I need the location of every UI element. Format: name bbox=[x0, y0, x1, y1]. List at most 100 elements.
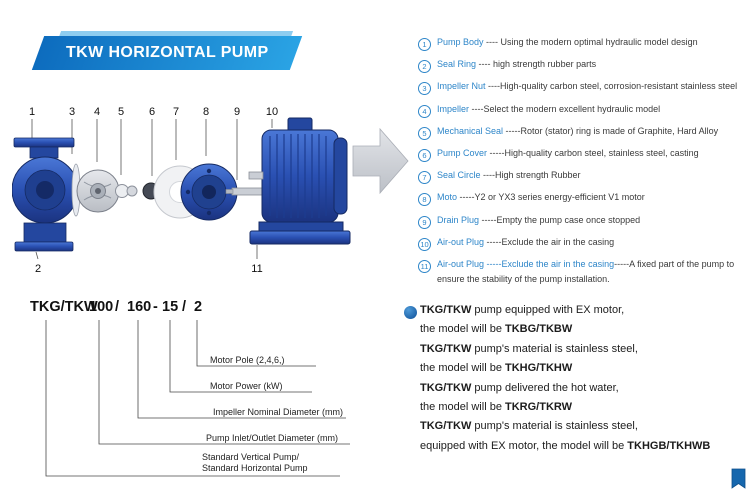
note-text: pump's material is stainless steel, bbox=[471, 420, 638, 433]
bullet-dot-icon bbox=[404, 306, 417, 319]
note-bold: TKG/TKW bbox=[420, 342, 472, 355]
note-bold: TKG/TKW bbox=[420, 304, 472, 316]
part-desc: ---- Using the modern optimal hydraulic … bbox=[483, 37, 698, 47]
part-name: Impeller Nut bbox=[437, 81, 486, 92]
model-code-segment: 15 bbox=[162, 299, 179, 315]
callout-number: 1 bbox=[29, 106, 35, 118]
callout-number: 3 bbox=[69, 106, 75, 118]
arrow-icon bbox=[352, 127, 409, 195]
note-line: equipped with EX motor, the model will b… bbox=[420, 437, 752, 456]
model-label-impeller-diameter: Impeller Nominal Diameter (mm) bbox=[213, 407, 344, 417]
part-number-badge: 7 bbox=[418, 171, 431, 185]
part-desc: -----Rotor (stator) ring is made of Grap… bbox=[503, 125, 719, 136]
note-line: the model will be TKBG/TKBW bbox=[420, 320, 752, 339]
part-desc: ----High strength Rubber bbox=[480, 170, 581, 181]
note-line: TKG/TKW pump delivered the hot water, bbox=[420, 379, 752, 398]
part-number-badge: 2 bbox=[418, 60, 431, 74]
note-bold: TKRG/TKRW bbox=[505, 401, 573, 414]
part-row: 8 Moto -----Y2 or YX3 series energy-effic… bbox=[418, 191, 754, 207]
part-row: 1 Pump Body ---- Using the modern optimal… bbox=[418, 36, 754, 51]
parts-list: 1 Pump Body ---- Using the modern optimal… bbox=[418, 36, 754, 293]
part-name: Air-out Plug bbox=[437, 258, 485, 269]
part-name: Drain Plug bbox=[437, 214, 480, 225]
note-text: pump equipped with EX motor, bbox=[471, 304, 625, 316]
motor-base bbox=[249, 221, 351, 245]
part-row: 9 Drain Plug -----Empty the pump case onc… bbox=[418, 214, 754, 229]
part-number-badge: 9 bbox=[418, 215, 431, 229]
model-label-standard-line1: Standard Vertical Pump/ bbox=[202, 452, 300, 462]
part-number-badge: 1 bbox=[418, 38, 431, 51]
callout-numbers: 1 3 4 5 6 7 8 9 10 2 11 bbox=[29, 106, 278, 275]
note-text: the model will be bbox=[420, 362, 505, 375]
part-number-badge: 3 bbox=[418, 82, 431, 96]
model-label-inlet-outlet: Pump Inlet/Outlet Diameter (mm) bbox=[206, 433, 339, 443]
part-row: 6 Pump Cover -----High-quality carbon ste… bbox=[418, 147, 754, 162]
part-desc: -----A fixed part of the pump to ensure … bbox=[437, 258, 735, 284]
part-row: 10 Air-out Plug -----Exclude the air in t… bbox=[418, 236, 754, 251]
part-name: Pump Body bbox=[437, 37, 484, 47]
banner-ribbon: TKW HORIZONTAL PUMP bbox=[31, 36, 303, 70]
part-name: Pump Cover bbox=[437, 147, 488, 158]
note-text: pump delivered the hot water, bbox=[471, 381, 619, 394]
pump-exploded-diagram: 1 3 4 5 6 7 8 9 10 2 11 bbox=[12, 106, 351, 275]
part-name: Air-out Plug bbox=[437, 236, 485, 247]
part-row: 3 Impeller Nut ----High-quality carbon st… bbox=[418, 80, 754, 96]
callout-number: 5 bbox=[118, 106, 124, 118]
part-desc: ---- high strength rubber parts bbox=[476, 59, 597, 70]
note-line: TKG/TKW pump's material is stainless ste… bbox=[420, 340, 752, 359]
note-text: the model will be bbox=[420, 401, 505, 414]
model-code-segment: 100 bbox=[89, 299, 114, 315]
pump-cover bbox=[180, 163, 238, 221]
model-label-motor-power: Motor Power (kW) bbox=[210, 381, 283, 391]
note-text: equipped with EX motor, the model will b… bbox=[420, 439, 628, 452]
washer bbox=[126, 185, 138, 197]
model-code-segment: TKG/TKW bbox=[30, 299, 98, 315]
part-desc: -----Exclude the air in the casing bbox=[484, 236, 615, 247]
note-bold: TKBG/TKBW bbox=[505, 323, 573, 336]
page-title: TKW HORIZONTAL PUMP bbox=[65, 44, 269, 61]
callout-number: 2 bbox=[35, 263, 41, 275]
model-code-segment: / bbox=[115, 299, 120, 315]
note-line: the model will be TKRG/TKRW bbox=[420, 398, 752, 417]
corner-bookmark-icon bbox=[731, 468, 746, 489]
callout-number: 7 bbox=[173, 106, 179, 118]
callout-number: 10 bbox=[266, 106, 278, 118]
part-desc-blue: -----Exclude the air in the casing bbox=[484, 258, 615, 269]
note-bold: TKG/TKW bbox=[420, 381, 472, 394]
part-row: 2 Seal Ring ---- high strength rubber par… bbox=[418, 58, 754, 74]
part-number-badge: 5 bbox=[418, 126, 431, 140]
part-name: Moto bbox=[437, 192, 458, 203]
banner: TKW HORIZONTAL PUMP bbox=[31, 31, 303, 70]
callout-leader-lines bbox=[31, 119, 273, 260]
part-desc: -----Empty the pump case once stopped bbox=[479, 214, 641, 225]
impeller bbox=[76, 169, 120, 213]
part-number-badge: 4 bbox=[418, 104, 431, 118]
note-line: TKG/TKW pump's material is stainless ste… bbox=[420, 417, 752, 436]
part-number-badge: 8 bbox=[418, 193, 431, 207]
callout-number: 8 bbox=[203, 106, 209, 118]
note-line: the model will be TKHG/TKHW bbox=[420, 359, 752, 378]
part-name: Impeller bbox=[437, 103, 470, 114]
part-desc: -----Y2 or YX3 series energy-efficient V… bbox=[457, 192, 645, 203]
note-line: TKG/TKW pump equipped with EX motor, bbox=[420, 301, 752, 320]
part-number-badge: 10 bbox=[418, 237, 431, 251]
note-bold: TKHGB/TKHWB bbox=[627, 439, 711, 452]
model-label-standard-line2: Standard Horizontal Pump bbox=[202, 463, 308, 473]
model-code-segment: 160 bbox=[127, 299, 152, 315]
part-desc: -----High-quality carbon steel, stainles… bbox=[487, 147, 699, 158]
note-bold: TKG/TKW bbox=[420, 420, 472, 433]
note-text: the model will be bbox=[420, 323, 505, 336]
part-desc: ----High-quality carbon steel, corrosion… bbox=[485, 81, 738, 92]
callout-number: 6 bbox=[149, 106, 155, 118]
model-code-segment: / bbox=[182, 299, 187, 315]
pump-casing bbox=[12, 137, 79, 252]
part-name: Seal Ring bbox=[437, 59, 477, 70]
model-label-motor-pole: Motor Pole (2,4,6,) bbox=[210, 355, 285, 365]
part-number-badge: 6 bbox=[418, 148, 431, 162]
model-notes: TKG/TKW pump equipped with EX motor, the… bbox=[420, 301, 752, 456]
